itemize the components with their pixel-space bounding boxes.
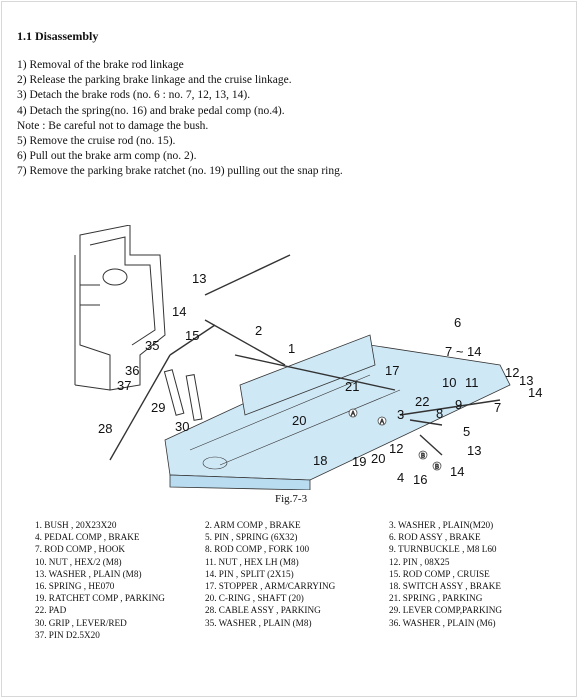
callout-labels: 13 14 2 15 35 1 36 37 29 28 30 20 18 19 …	[98, 271, 542, 487]
callout-28: 28	[98, 421, 112, 436]
callout-2: 2	[255, 323, 262, 338]
reference-symbol-2: B	[435, 465, 439, 471]
part-item: 20. C-RING , SHAFT (20)	[205, 593, 304, 604]
callout-3: 3	[397, 407, 404, 422]
parts-row: 7. ROD COMP , HOOK 8. ROD COMP , FORK 10…	[35, 543, 575, 555]
part-item: 22. PAD	[35, 605, 67, 616]
part-item: 18. SWITCH ASSY , BRAKE	[389, 581, 501, 592]
step-5: 5) Remove the cruise rod (no. 15).	[17, 135, 176, 148]
parts-row: 30. GRIP , LEVER/RED 35. WASHER , PLAIN …	[35, 617, 575, 629]
callout-18: 18	[313, 453, 327, 468]
reference-symbol-3: B	[421, 454, 425, 460]
reference-symbol-1: A	[380, 420, 384, 426]
part-item: 4. PEDAL COMP , BRAKE	[35, 532, 140, 543]
callout-35: 35	[145, 338, 159, 353]
callout-4: 4	[397, 470, 404, 485]
step-1: 1) Removal of the brake rod linkage	[17, 59, 184, 71]
callout-11: 11	[465, 375, 479, 390]
parts-row: 10. NUT , HEX/2 (M8) 11. NUT , HEX LH (M…	[35, 556, 575, 568]
callout-16: 16	[413, 472, 427, 487]
part-item: 29. LEVER COMP,PARKING	[389, 605, 502, 616]
part-item: 1. BUSH , 20X23X20	[35, 520, 117, 530]
part-item: 36. WASHER , PLAIN (M6)	[389, 617, 496, 628]
callout-7-14: 7 ~ 14	[445, 344, 482, 359]
step-6: 6) Pull out the brake arm comp (no. 2).	[17, 150, 197, 163]
callout-1: 1	[288, 341, 295, 356]
step-2: 2) Release the parking brake linkage and…	[17, 74, 292, 87]
callout-13c: 13	[467, 443, 481, 458]
part-item: 21. SPRING , PARKING	[389, 593, 483, 604]
parts-row: 37. PIN D2.5X20	[35, 629, 575, 641]
brake-linkage-diagram: 13 14 2 15 35 1 36 37 29 28 30 20 18 19 …	[74, 225, 542, 490]
parking-lever	[163, 369, 203, 421]
part-item: 17. STOPPER , ARM/CARRYING	[205, 581, 336, 592]
callout-29: 29	[151, 400, 165, 415]
callout-30: 30	[175, 419, 189, 434]
part-item: 11. NUT , HEX LH (M8)	[205, 556, 299, 567]
step-4: 4) Detach the spring(no. 16) and brake p…	[17, 104, 285, 117]
part-item: 6. ROD ASSY , BRAKE	[389, 532, 481, 543]
part-item: 3. WASHER , PLAIN(M20)	[389, 520, 494, 530]
callout-9: 9	[455, 397, 462, 412]
part-item: 8. ROD COMP , FORK 100	[205, 544, 310, 555]
reference-symbol-0: A	[351, 412, 355, 418]
parts-list: 1. BUSH , 20X23X20 2. ARM COMP , BRAKE 3…	[35, 519, 575, 641]
section-title: 1.1 Disassembly	[17, 29, 99, 43]
part-item: 16. SPRING , HE070	[35, 581, 115, 592]
part-item	[389, 629, 575, 641]
callout-20b: 20	[371, 451, 385, 466]
part-item: 12. PIN , 08X25	[389, 556, 450, 567]
step-7: 7) Remove the parking brake ratchet (no.…	[17, 165, 343, 178]
part-item: 2. ARM COMP , BRAKE	[205, 520, 301, 530]
part-item: 10. NUT , HEX/2 (M8)	[35, 556, 122, 567]
part-item: 14. PIN , SPLIT (2X15)	[205, 568, 294, 579]
callout-14c: 14	[450, 464, 464, 479]
callout-22: 22	[415, 394, 429, 409]
callout-5: 5	[463, 424, 470, 439]
part-item: 5. PIN , SPRING (6X32)	[205, 532, 298, 543]
part-item: 30. GRIP , LEVER/RED	[35, 617, 127, 628]
reference-symbols: A A B B	[348, 408, 442, 471]
part-item: 19. RATCHET COMP , PARKING	[35, 593, 165, 604]
brake-rods	[109, 254, 501, 461]
callout-13: 13	[192, 271, 206, 286]
callout-7: 7	[494, 400, 501, 415]
part-item: 15. ROD COMP , CRUISE	[389, 568, 490, 579]
disassembly-steps: 1) Removal of the brake rod linkage 2) R…	[17, 58, 343, 180]
callout-20: 20	[292, 413, 306, 428]
parts-row: 22. PAD 28. CABLE ASSY , PARKING 29. LEV…	[35, 604, 575, 616]
parts-row: 4. PEDAL COMP , BRAKE 5. PIN , SPRING (6…	[35, 531, 575, 543]
callout-12: 12	[389, 441, 403, 456]
parts-row: 19. RATCHET COMP , PARKING 20. C-RING , …	[35, 592, 575, 604]
part-item: 35. WASHER , PLAIN (M8)	[205, 617, 312, 628]
chassis-frame	[164, 334, 511, 490]
callout-14: 14	[172, 304, 186, 319]
callout-37: 37	[117, 378, 131, 393]
part-item: 13. WASHER , PLAIN (M8)	[35, 568, 142, 579]
callout-14b: 14	[528, 385, 542, 400]
callout-15: 15	[185, 328, 199, 343]
lever-bracket	[74, 225, 166, 391]
step-note: Note : Be careful not to damage the bush…	[17, 119, 209, 132]
part-item: 37. PIN D2.5X20	[35, 629, 100, 640]
callout-12b: 12	[505, 365, 519, 380]
part-item: 7. ROD COMP , HOOK	[35, 544, 126, 555]
callout-19: 19	[352, 454, 366, 469]
callout-13b: 13	[519, 373, 533, 388]
callout-10: 10	[442, 375, 456, 390]
parts-row: 16. SPRING , HE070 17. STOPPER , ARM/CAR…	[35, 580, 575, 592]
part-item	[205, 629, 389, 641]
parts-row: 1. BUSH , 20X23X20 2. ARM COMP , BRAKE 3…	[35, 519, 575, 531]
callout-36: 36	[125, 363, 139, 378]
callout-8: 8	[436, 406, 443, 421]
callout-6: 6	[454, 315, 461, 330]
callout-21: 21	[345, 379, 359, 394]
figure-caption: Fig.7-3	[275, 493, 308, 505]
step-3: 3) Detach the brake rods (no. 6 : no. 7,…	[17, 89, 251, 102]
part-item: 28. CABLE ASSY , PARKING	[205, 605, 321, 616]
callout-17: 17	[385, 363, 399, 378]
part-item: 9. TURNBUCKLE , M8 L60	[389, 544, 497, 555]
parts-row: 13. WASHER , PLAIN (M8) 14. PIN , SPLIT …	[35, 568, 575, 580]
